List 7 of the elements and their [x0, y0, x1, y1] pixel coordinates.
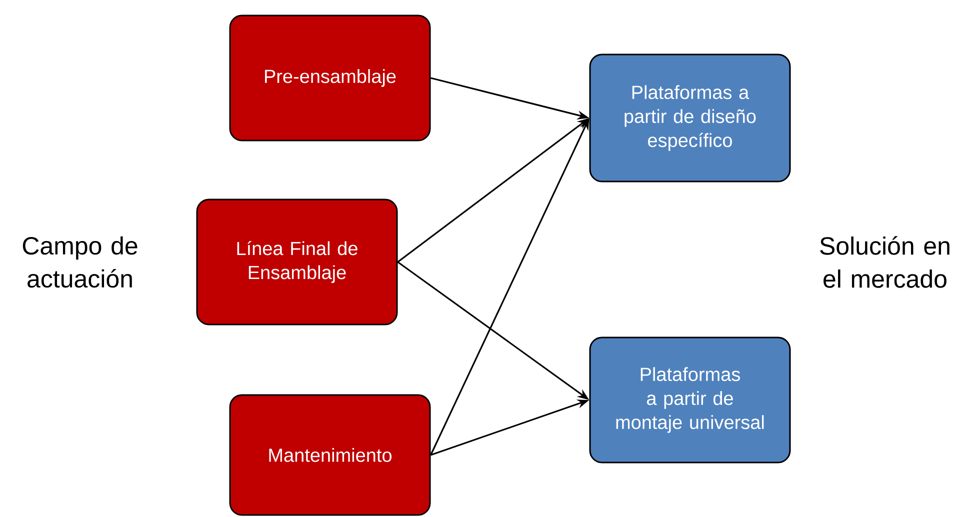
- side-label: Solución en el mercado: [820, 236, 950, 288]
- solution-box: Plataformas a partir de montaje universal: [589, 336, 791, 464]
- side-label: Campo de actuación: [22, 236, 138, 288]
- process-box: Pre-ensamblaje: [229, 14, 431, 142]
- process-box: Mantenimiento: [229, 394, 431, 516]
- solution-box: Plataformas a partir de diseño específico: [589, 54, 791, 182]
- process-box: Línea Final de Ensamblaje: [196, 198, 398, 326]
